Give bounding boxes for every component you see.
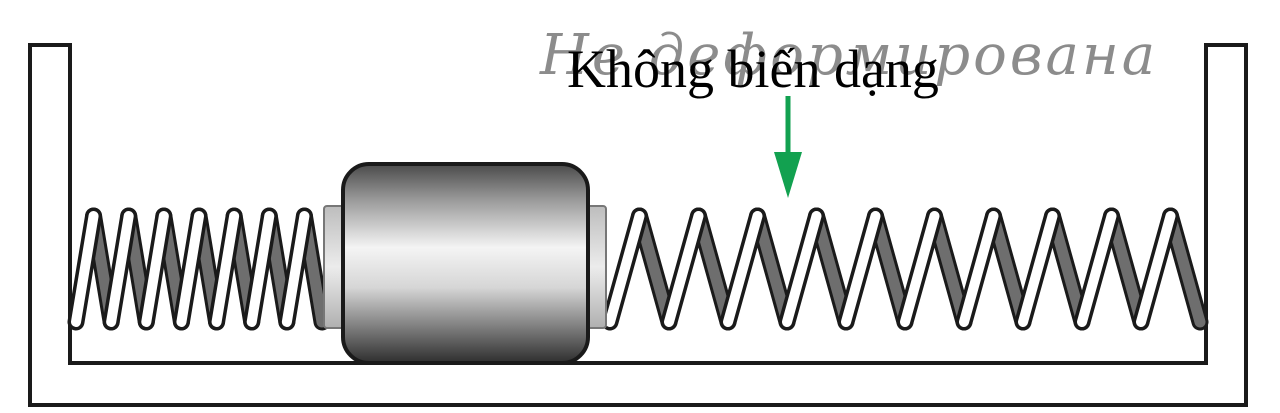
coil-back: [1106, 210, 1147, 328]
coil-back: [752, 210, 793, 328]
sliding-block: [341, 162, 590, 365]
coil-back: [634, 210, 675, 328]
coil-front: [141, 211, 169, 327]
ghost-label: Не деформирована: [539, 23, 1158, 88]
main-label: Không biến dạng: [567, 39, 939, 99]
coil-back: [1165, 210, 1206, 328]
coil-front: [281, 211, 310, 327]
coil-back: [811, 210, 852, 328]
tray: [28, 43, 1248, 407]
coil-front: [841, 211, 881, 327]
down-arrow: [774, 96, 802, 198]
coil-front: [959, 211, 999, 327]
coil-front: [664, 211, 704, 327]
coil-front: [211, 211, 240, 327]
coil-back: [1047, 210, 1088, 328]
arrow-head: [774, 152, 802, 198]
coil-back: [988, 210, 1029, 328]
coil-front: [246, 211, 275, 327]
coil-front: [71, 211, 99, 327]
coil-front: [605, 211, 645, 327]
coil-front: [782, 211, 822, 327]
coil-back: [693, 210, 734, 328]
coil-front: [106, 211, 134, 327]
coil-front: [1136, 211, 1176, 327]
coil-front: [1018, 211, 1058, 327]
coil-back: [929, 210, 970, 328]
coil-front: [1077, 211, 1117, 327]
coil-front: [723, 211, 763, 327]
coil-back: [870, 210, 911, 328]
compressed-spring: [67, 207, 331, 331]
relaxed-spring: [601, 207, 1209, 331]
coil-front: [900, 211, 940, 327]
coil-front: [176, 211, 204, 327]
